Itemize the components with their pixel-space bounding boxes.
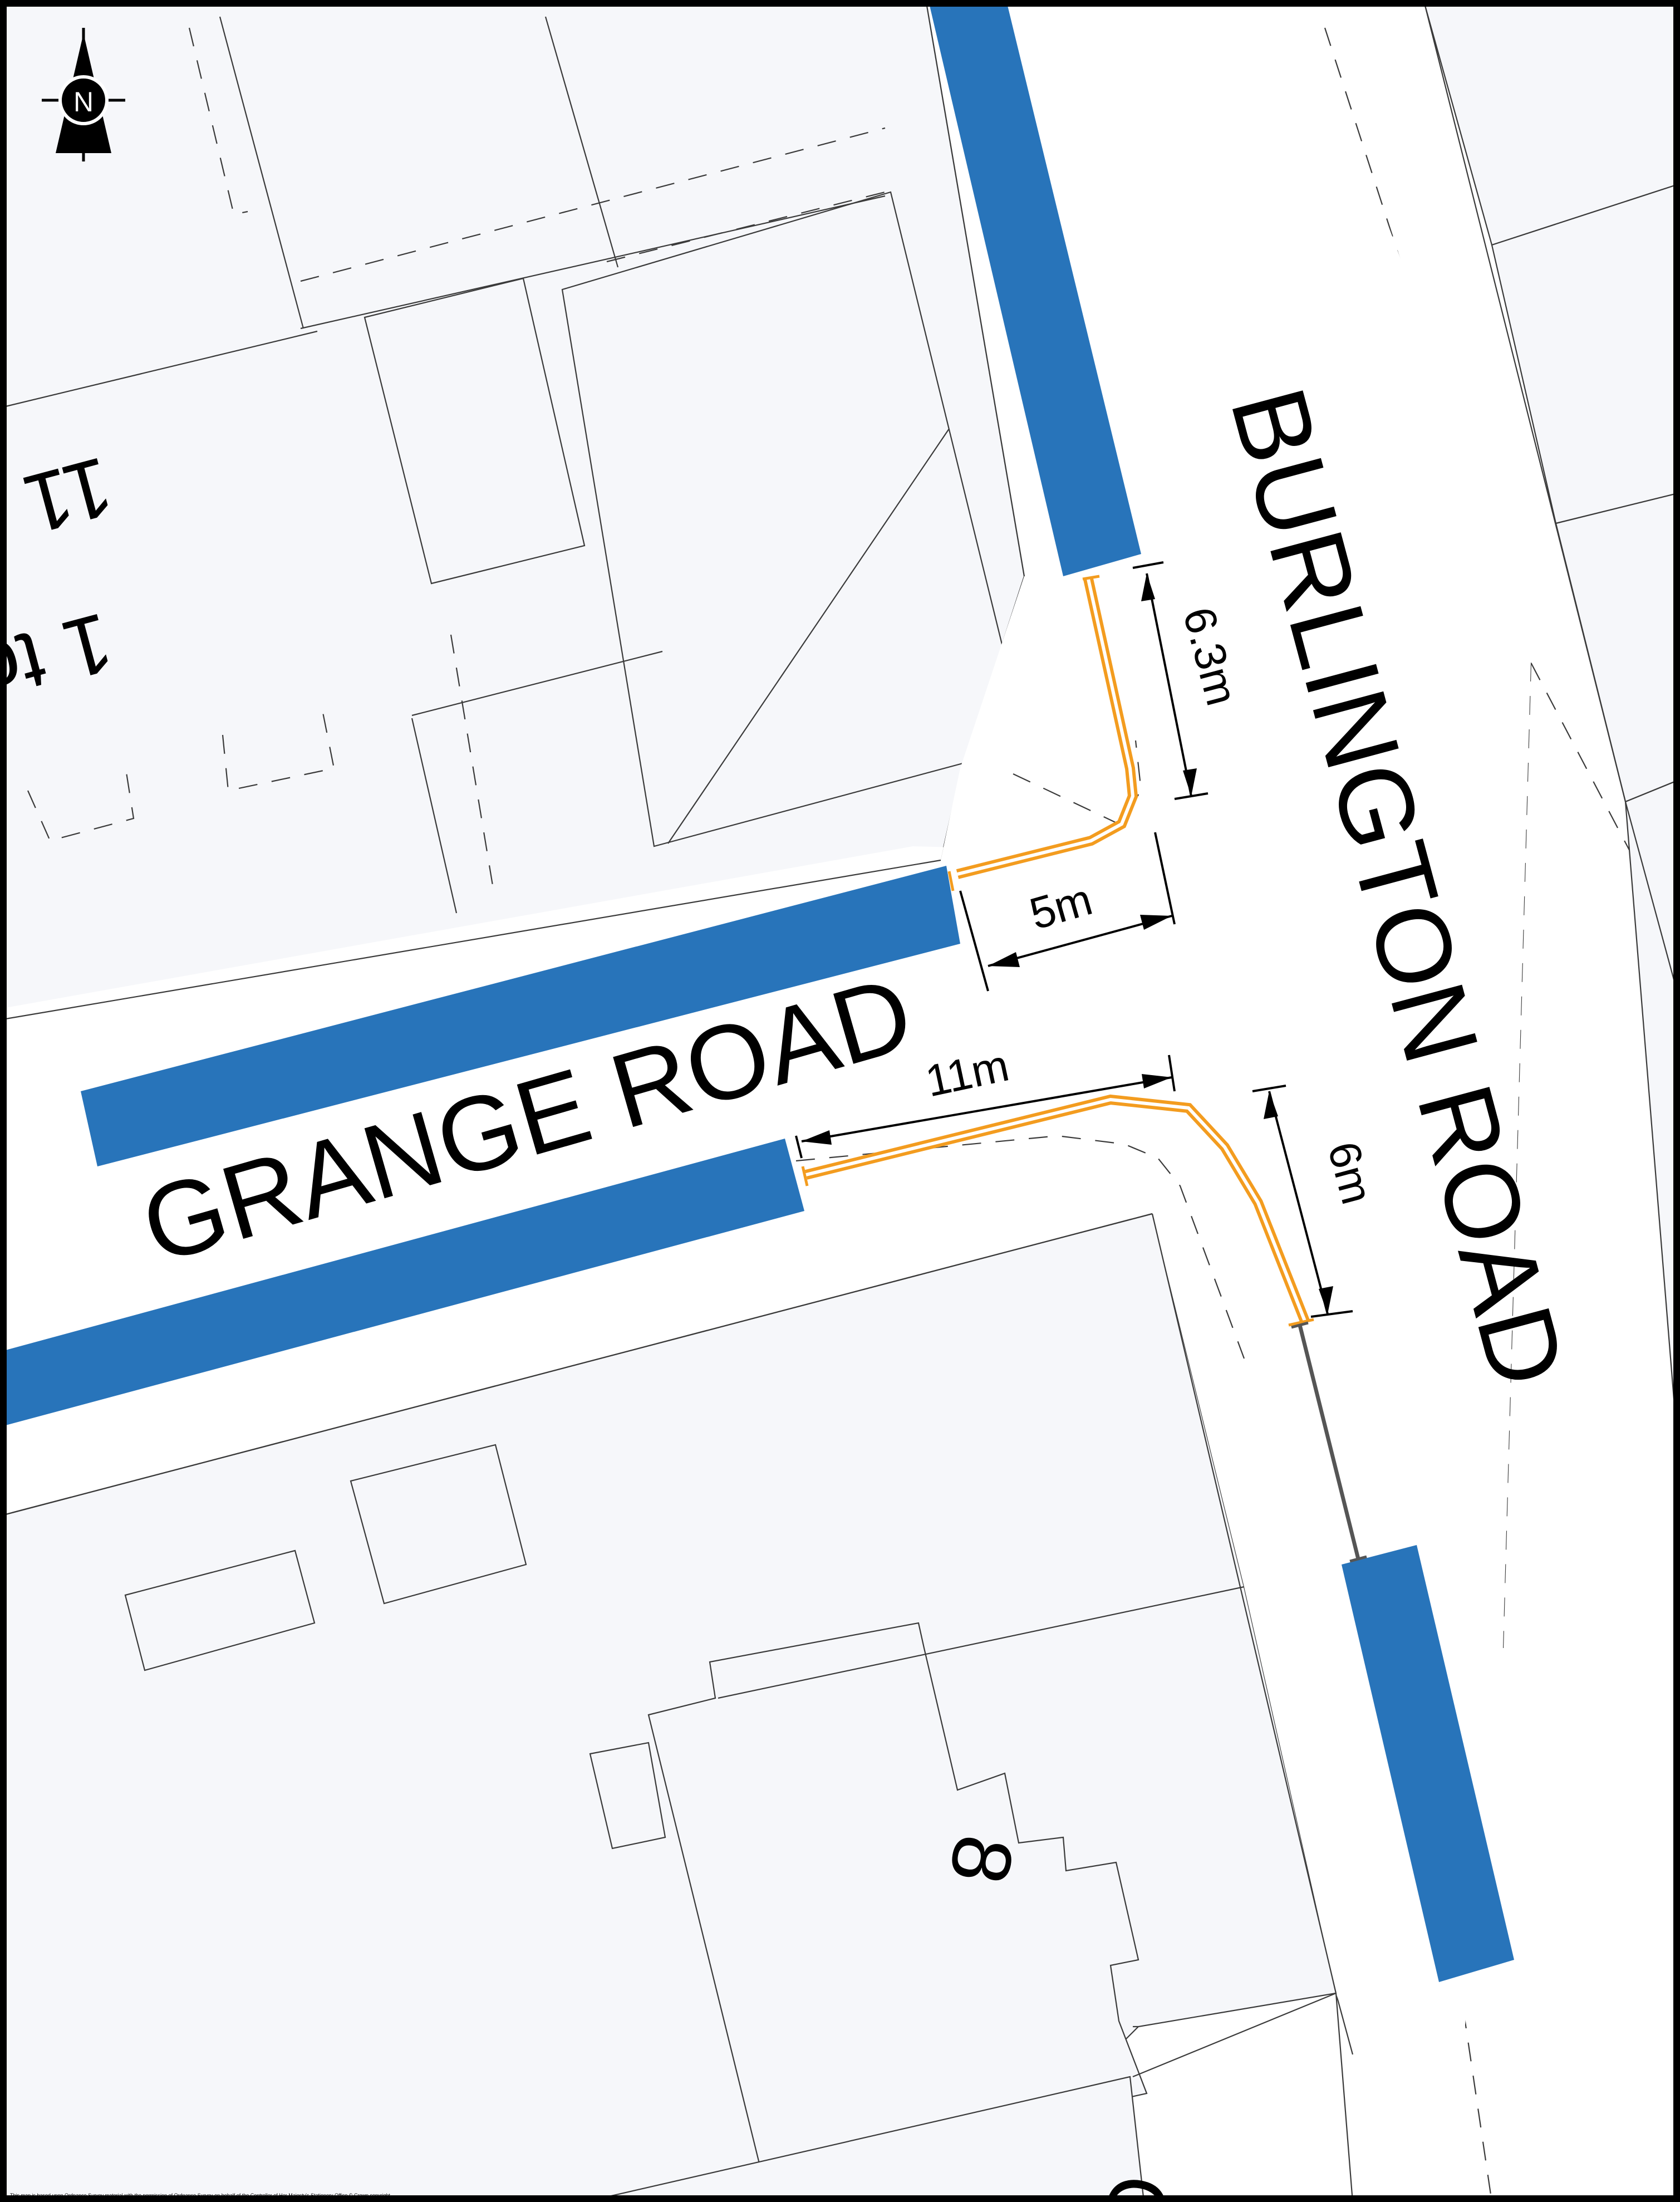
upper-right-buildings [1424,4,1680,1421]
parking-bay-burlington-south [1342,1545,1514,1982]
north-label: N [73,86,94,117]
parking-bay-grange-north [81,866,960,1166]
parking-bay-grange-south [6,1139,804,1425]
north-arrow-icon: N [42,28,125,161]
restriction-lines [801,575,1314,1327]
road-surfaces [5,5,1531,2202]
link-line [1291,1321,1367,1563]
lower-buildings [4,1213,1354,2202]
parking-bay-burlington-north [930,6,1141,576]
copyright-notice: This map is based upon Ordnance Survey m… [10,2193,392,2198]
parking-bays [6,6,1514,1982]
dimension-lines [795,561,1353,1318]
